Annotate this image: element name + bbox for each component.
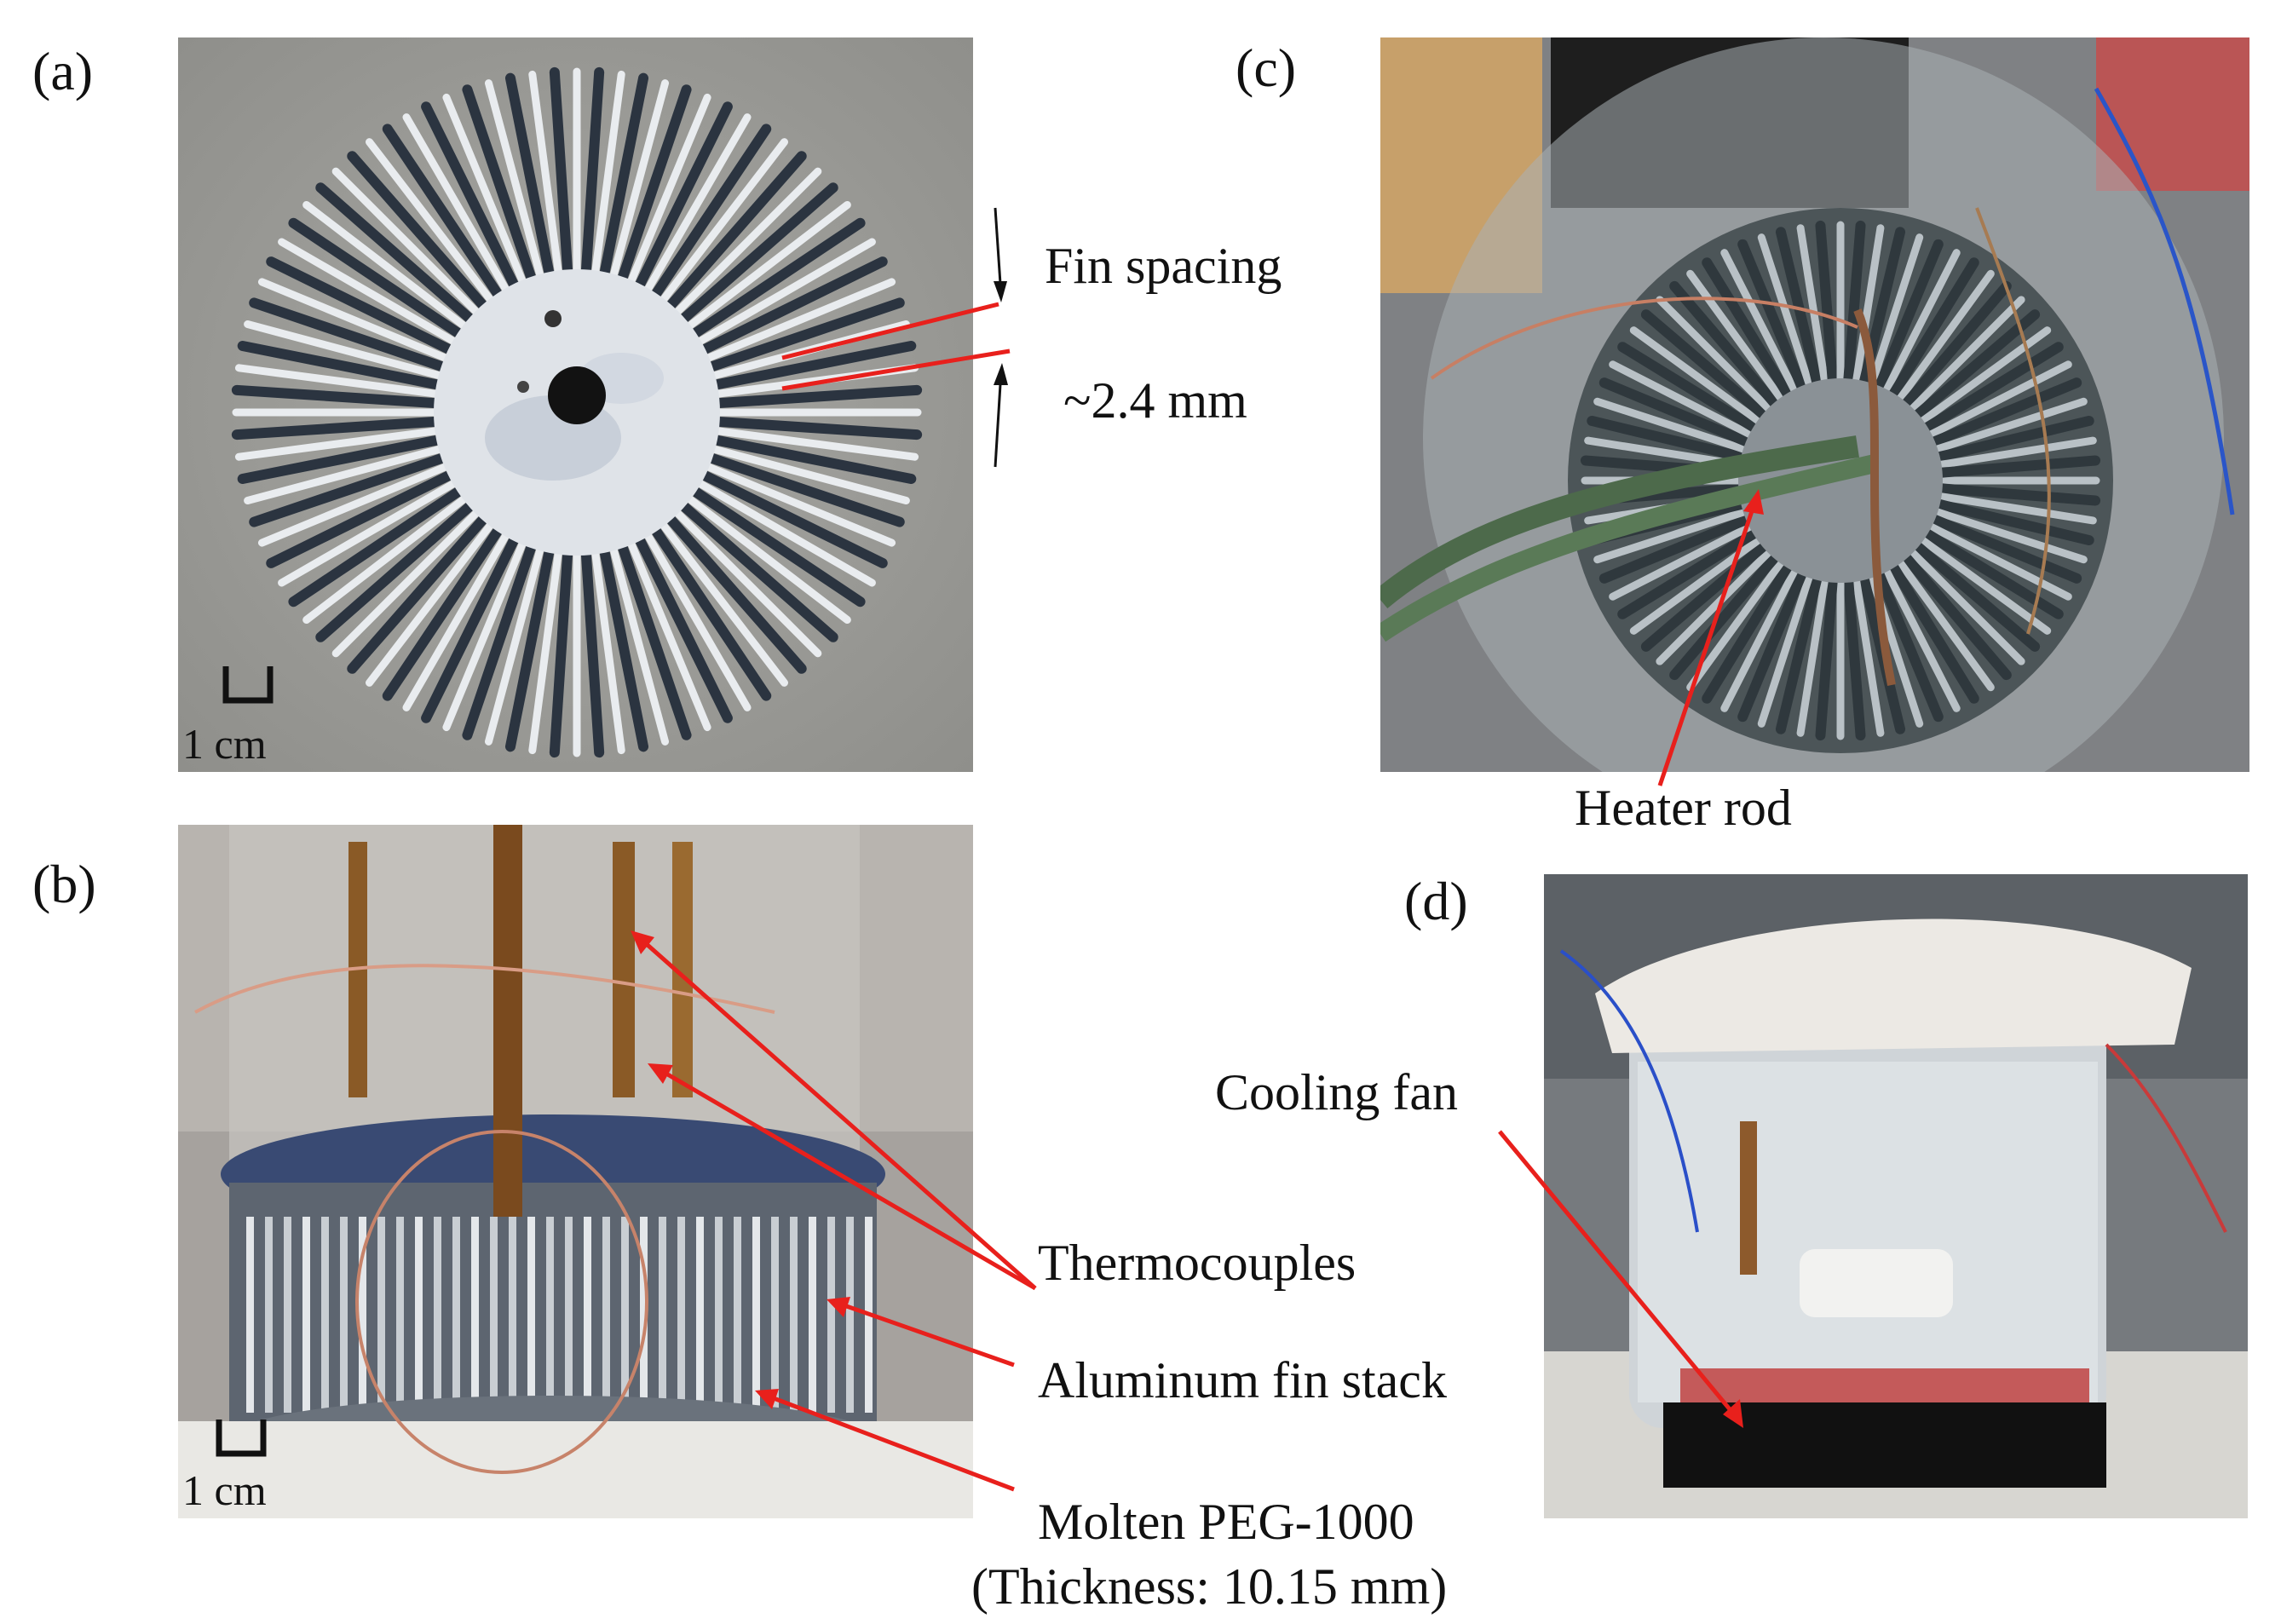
photo-setup-with-fan: [1544, 874, 2248, 1518]
thermocouples-label: Thermocouples: [1038, 1235, 1357, 1291]
panel-c-letter: (c): [1236, 37, 1297, 98]
panel-d-letter: (d): [1404, 871, 1468, 931]
fin-spacing-value: ~2.4 mm: [1063, 372, 1247, 429]
thickness-label: (Thickness: 10.15 mm): [971, 1558, 1448, 1615]
radial-fins: [231, 66, 923, 758]
heater-rod-label: Heater rod: [1575, 780, 1792, 836]
photo-radial-heat-sink: [178, 37, 973, 772]
aluminum-fin-stack-label: Aluminum fin stack: [1038, 1352, 1447, 1408]
scale-bar-b-label: 1 cm: [182, 1466, 267, 1514]
photo-fin-stack-side-view: [178, 825, 973, 1518]
fin-spacing-lines: [781, 207, 1011, 468]
panel-b-arrows: [631, 930, 1037, 1492]
panel-b-letter: (b): [32, 854, 96, 914]
molten-peg-label: Molten PEG-1000: [1038, 1494, 1414, 1550]
scale-bar-a-label: 1 cm: [182, 720, 267, 768]
heater-rod-arrow: [1657, 489, 1764, 786]
photo-beaker-top-view: [1380, 37, 2249, 772]
cooling-fan-arrow: [1498, 1130, 1743, 1428]
fin-spacing-label: Fin spacing: [1045, 238, 1282, 294]
cooling-fan-label: Cooling fan: [1215, 1064, 1458, 1120]
panel-a-letter: (a): [32, 41, 94, 101]
